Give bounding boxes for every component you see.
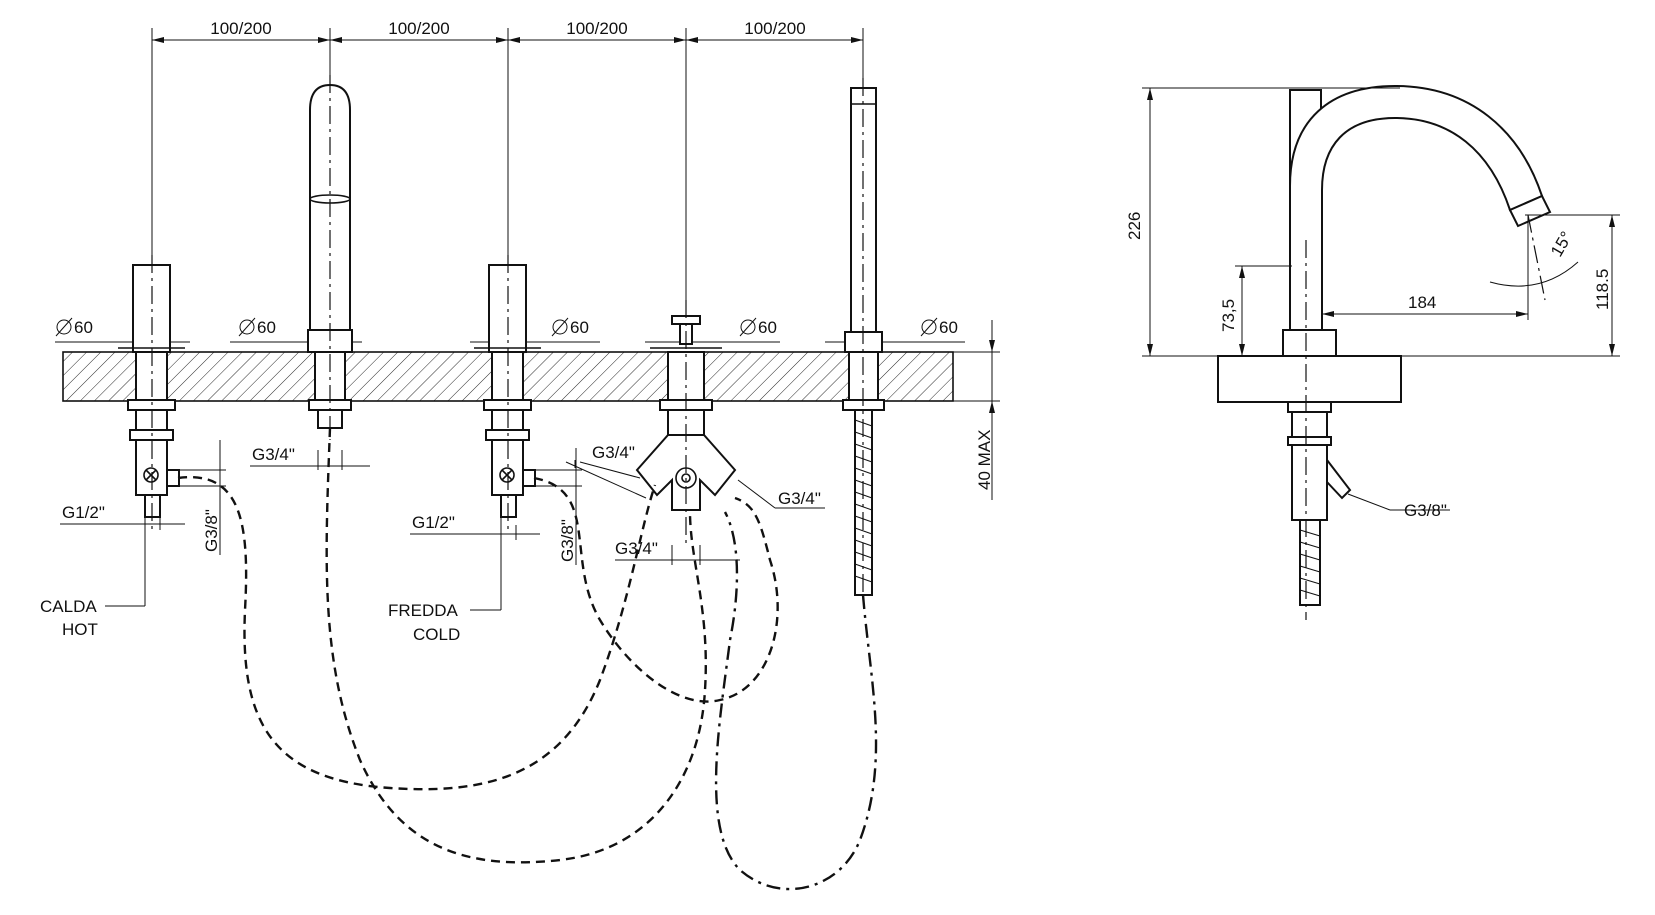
diameter-label-1: 60	[74, 318, 93, 337]
diameter-label-3: 60	[570, 318, 589, 337]
cold-inlet-label: G1/2"	[412, 513, 455, 532]
cold-outlet-label: G3/8"	[558, 519, 577, 562]
hot-inlet-label: G1/2"	[62, 503, 105, 522]
angle-label: 15°	[1547, 228, 1576, 260]
diameter-label-5: 60	[939, 318, 958, 337]
hot-outlet-label: G3/8"	[202, 509, 221, 552]
diverter-right-label: G3/4"	[778, 489, 821, 508]
cold-label-en: COLD	[413, 625, 460, 644]
spacing-label-2: 100/200	[388, 19, 449, 38]
hot-label-it: CALDA	[40, 597, 97, 616]
outlet-height-label: 118.5	[1593, 269, 1612, 310]
deck-thickness-label: 40 MAX	[975, 430, 994, 490]
diameter-symbol	[55, 317, 938, 337]
center-lines	[151, 75, 864, 600]
hot-label-en: HOT	[62, 620, 98, 639]
spacing-label-4: 100/200	[744, 19, 805, 38]
side-deck	[1217, 355, 1402, 403]
side-view: 226 73,5 118.5 184 15° G3/8"	[1125, 84, 1620, 620]
diameter-label-2: 60	[257, 318, 276, 337]
lever-height-label: 73,5	[1219, 299, 1238, 332]
cold-label-it: FREDDA	[388, 601, 459, 620]
flexible-hoses	[177, 427, 878, 891]
bath-spout	[307, 83, 353, 429]
spacing-dimension: 100/200 100/200 100/200 100/200	[151, 19, 864, 318]
diverter-left-label: G3/4"	[592, 443, 635, 462]
overall-height-label: 226	[1125, 212, 1144, 240]
diameter-label-4: 60	[758, 318, 777, 337]
spacing-label-3: 100/200	[566, 19, 627, 38]
valve-cross-icon	[143, 467, 159, 483]
front-view: 100/200 100/200 100/200 100/200 60 60 60…	[40, 19, 1000, 891]
spout-outlet-label: G3/4"	[252, 445, 295, 464]
connection-dimensions: G3/4" G1/2" G3/8" G1/2" G3/8" G3/4" G3/	[60, 440, 825, 565]
diverter-bottom-label: G3/4"	[615, 539, 658, 558]
reach-label: 184	[1408, 293, 1436, 312]
supply-labels: CALDA HOT FREDDA COLD	[40, 517, 502, 644]
deck-thickness-dimension: 40 MAX	[953, 320, 1000, 500]
side-connection-label: G3/8"	[1404, 501, 1447, 520]
spacing-label-1: 100/200	[210, 19, 271, 38]
